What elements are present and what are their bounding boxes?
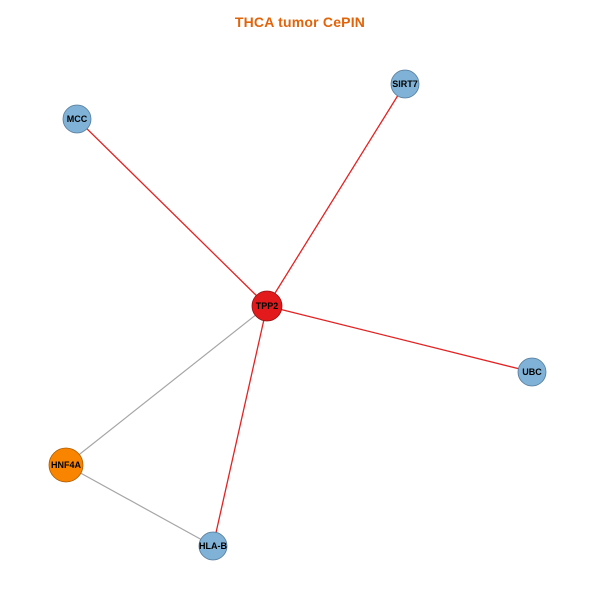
node-SIRT7 bbox=[390, 69, 420, 99]
node-MCC bbox=[62, 104, 92, 134]
node-HNF4A bbox=[48, 447, 84, 483]
plot-title: THCA tumor CePIN bbox=[234, 14, 366, 30]
node-TPP2 bbox=[251, 290, 283, 322]
edge-TPP2-HLA-B bbox=[212, 305, 268, 547]
edge-HNF4A-HLA-B bbox=[65, 464, 214, 547]
edge-TPP2-MCC bbox=[76, 118, 268, 307]
edge-TPP2-SIRT7 bbox=[266, 83, 406, 307]
edge-TPP2-HNF4A bbox=[65, 305, 268, 466]
node-HLA-B bbox=[198, 531, 228, 561]
node-UBC bbox=[517, 357, 547, 387]
edge-TPP2-UBC bbox=[266, 305, 533, 373]
